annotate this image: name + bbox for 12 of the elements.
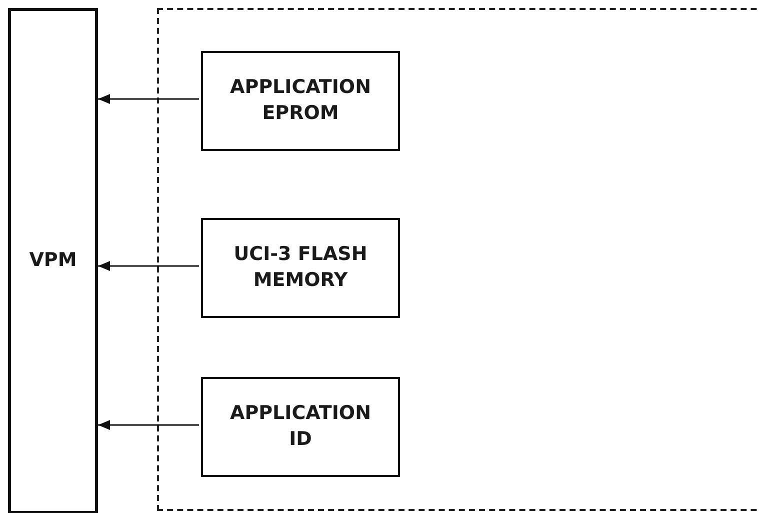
memory-box [201, 51, 400, 151]
box-label: APPLICATION EPROM [229, 75, 372, 126]
arrow [98, 94, 199, 104]
module-box [8, 8, 98, 513]
box-label: VPM [28, 248, 78, 274]
memory-box [201, 218, 400, 318]
box-label: UCI-3 FLASH MEMORY [232, 242, 368, 293]
box-label: APPLICATION ID [229, 401, 372, 452]
arrow [98, 420, 199, 430]
arrow [98, 261, 199, 271]
memory-box [201, 377, 400, 477]
box-boundary [157, 8, 759, 511]
